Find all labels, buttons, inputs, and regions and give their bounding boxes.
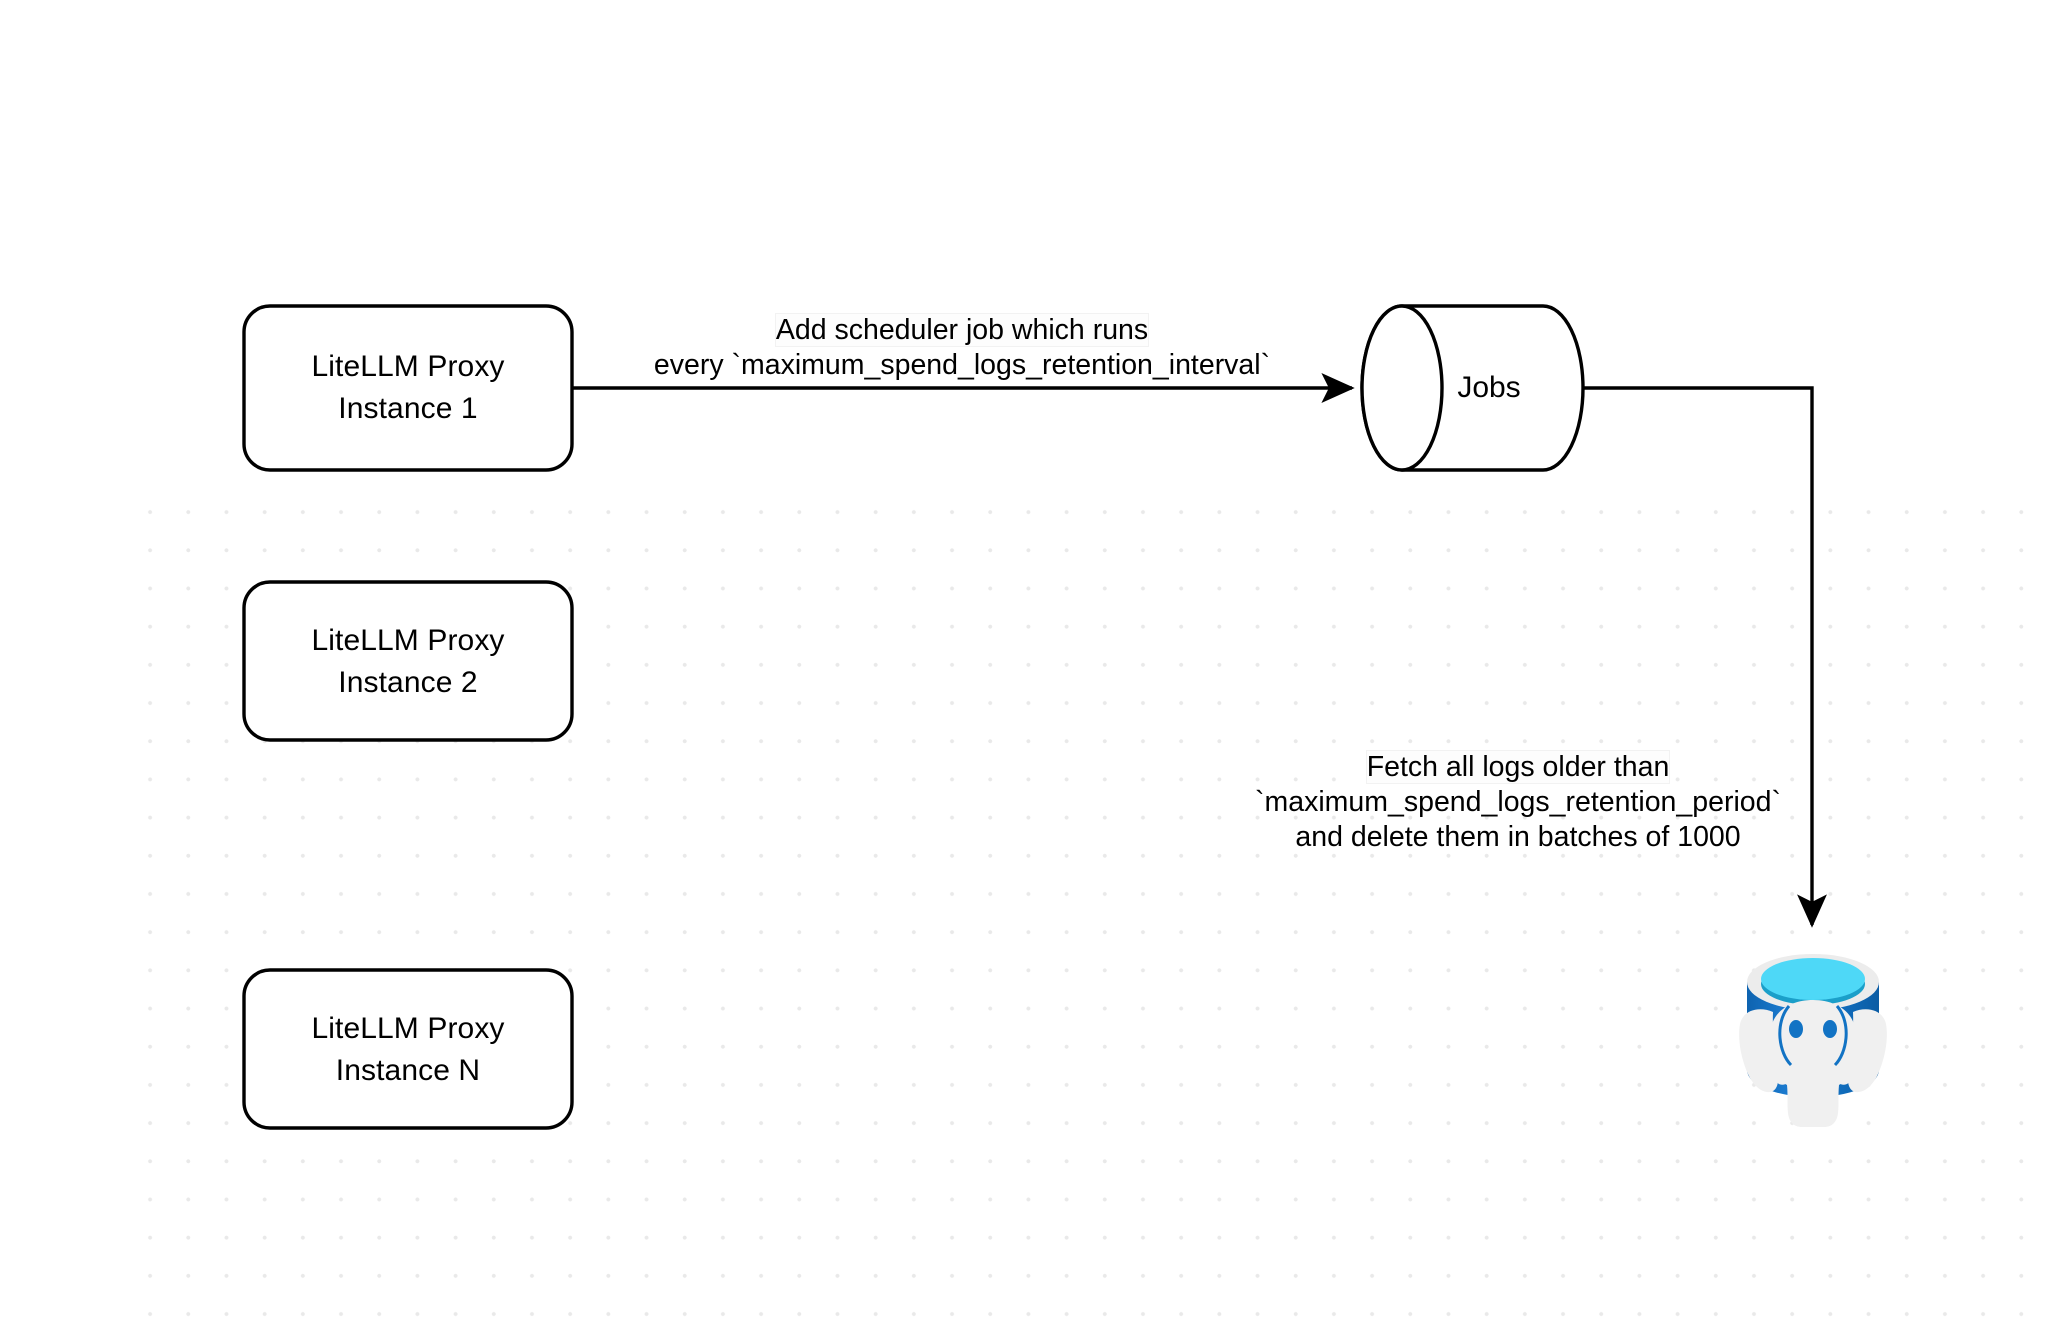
postgres-elephant-icon — [1739, 1000, 1887, 1127]
edge-scheduler-label-line1: Add scheduler job which runs — [775, 314, 1149, 346]
edge-delete-logs-label-line2: `maximum_spend_logs_retention_period` — [1255, 786, 1781, 818]
postgres-elephant-eyes — [1789, 1020, 1837, 1038]
node-postgres-database[interactable] — [1739, 954, 1887, 1127]
node-jobs-label: Jobs — [1457, 371, 1521, 404]
edge-delete-logs-label-line1: Fetch all logs older than — [1366, 751, 1670, 783]
postgres-elephant-outlines — [1778, 1005, 1848, 1067]
edge-delete-logs-label-line3: and delete them in batches of 1000 — [1295, 821, 1741, 853]
node-proxy-instance-n[interactable] — [242, 968, 574, 1130]
node-jobs-cylinder[interactable] — [1360, 304, 1585, 472]
edge-delete-logs-arrow — [1583, 386, 1827, 928]
node-proxy-instance-2[interactable] — [242, 580, 574, 742]
edge-scheduler-label-line2: every `maximum_spend_logs_retention_inte… — [653, 349, 1271, 381]
edge-delete-logs-label: Fetch all logs older than`maximum_spend_… — [1228, 750, 1808, 855]
